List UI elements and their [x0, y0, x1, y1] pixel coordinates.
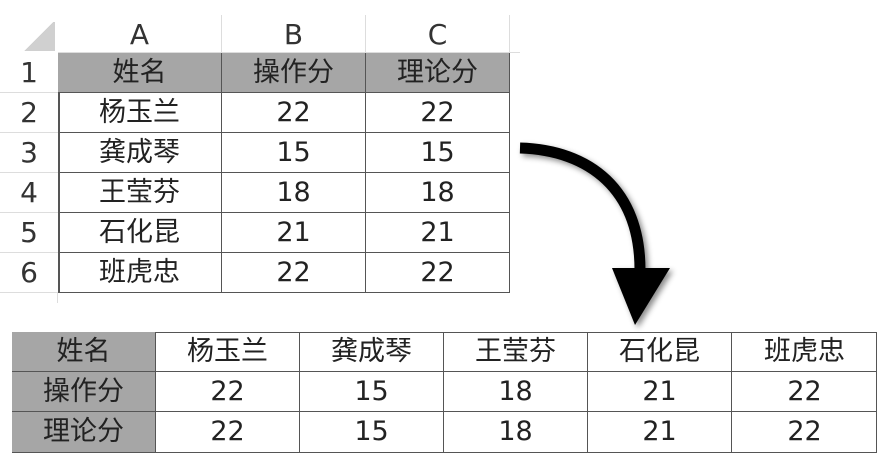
table-cell[interactable]: 杨玉兰	[156, 332, 300, 372]
table-cell[interactable]: 龚成琴	[300, 332, 444, 372]
header-cell[interactable]: 操作分	[222, 53, 366, 93]
table-cell[interactable]: 15	[300, 412, 444, 452]
table-cell[interactable]: 22	[366, 93, 510, 133]
row-label-cell[interactable]: 操作分	[12, 372, 156, 412]
table-cell[interactable]: 石化昆	[58, 213, 222, 253]
row-header-7-partial	[0, 293, 58, 303]
row-header-3[interactable]: 3	[0, 133, 58, 173]
header-cell[interactable]: 姓名	[58, 53, 222, 93]
row-label-cell[interactable]: 理论分	[12, 412, 156, 452]
table-cell[interactable]: 21	[366, 213, 510, 253]
table-cell[interactable]: 石化昆	[588, 332, 732, 372]
table-cell[interactable]: 杨玉兰	[58, 93, 222, 133]
table-cell[interactable]: 21	[588, 412, 732, 452]
select-all-corner[interactable]	[22, 22, 55, 51]
table-cell[interactable]: 18	[366, 173, 510, 213]
table-cell[interactable]: 22	[732, 372, 877, 412]
table-cell[interactable]: 22	[222, 93, 366, 133]
table-cell[interactable]: 15	[300, 372, 444, 412]
table-cell[interactable]: 21	[588, 372, 732, 412]
header-divider	[58, 52, 520, 53]
table-cell[interactable]: 18	[444, 372, 588, 412]
table-cell[interactable]: 龚成琴	[58, 133, 222, 173]
table-cell[interactable]: 15	[366, 133, 510, 173]
row-header-2[interactable]: 2	[0, 93, 58, 133]
table-cell[interactable]: 22	[156, 412, 300, 452]
table-cell[interactable]: 王莹芬	[58, 173, 222, 213]
grid-left-border	[58, 53, 60, 293]
curved-arrow-icon	[519, 142, 670, 325]
table-cell[interactable]: 班虎忠	[732, 332, 877, 372]
header-cell[interactable]: 理论分	[366, 53, 510, 93]
table-cell[interactable]: 18	[222, 173, 366, 213]
row-header-6[interactable]: 6	[0, 253, 58, 293]
column-header-C[interactable]: C	[366, 15, 510, 53]
row-label-cell[interactable]: 姓名	[12, 332, 156, 372]
table-cell[interactable]: 22	[222, 253, 366, 293]
row-header-4[interactable]: 4	[0, 173, 58, 213]
row-header-1[interactable]: 1	[0, 53, 58, 93]
table-cell[interactable]: 15	[222, 133, 366, 173]
row-header-5[interactable]: 5	[0, 213, 58, 253]
table-cell[interactable]: 王莹芬	[444, 332, 588, 372]
table-cell[interactable]: 班虎忠	[58, 253, 222, 293]
table-cell[interactable]: 22	[366, 253, 510, 293]
table-cell[interactable]: 18	[444, 412, 588, 452]
table-cell[interactable]: 22	[787, 416, 822, 447]
table-cell[interactable]: 22	[156, 372, 300, 412]
column-header-B[interactable]: B	[222, 15, 366, 53]
table-cell[interactable]: 21	[222, 213, 366, 253]
column-header-A[interactable]: A	[58, 15, 222, 53]
